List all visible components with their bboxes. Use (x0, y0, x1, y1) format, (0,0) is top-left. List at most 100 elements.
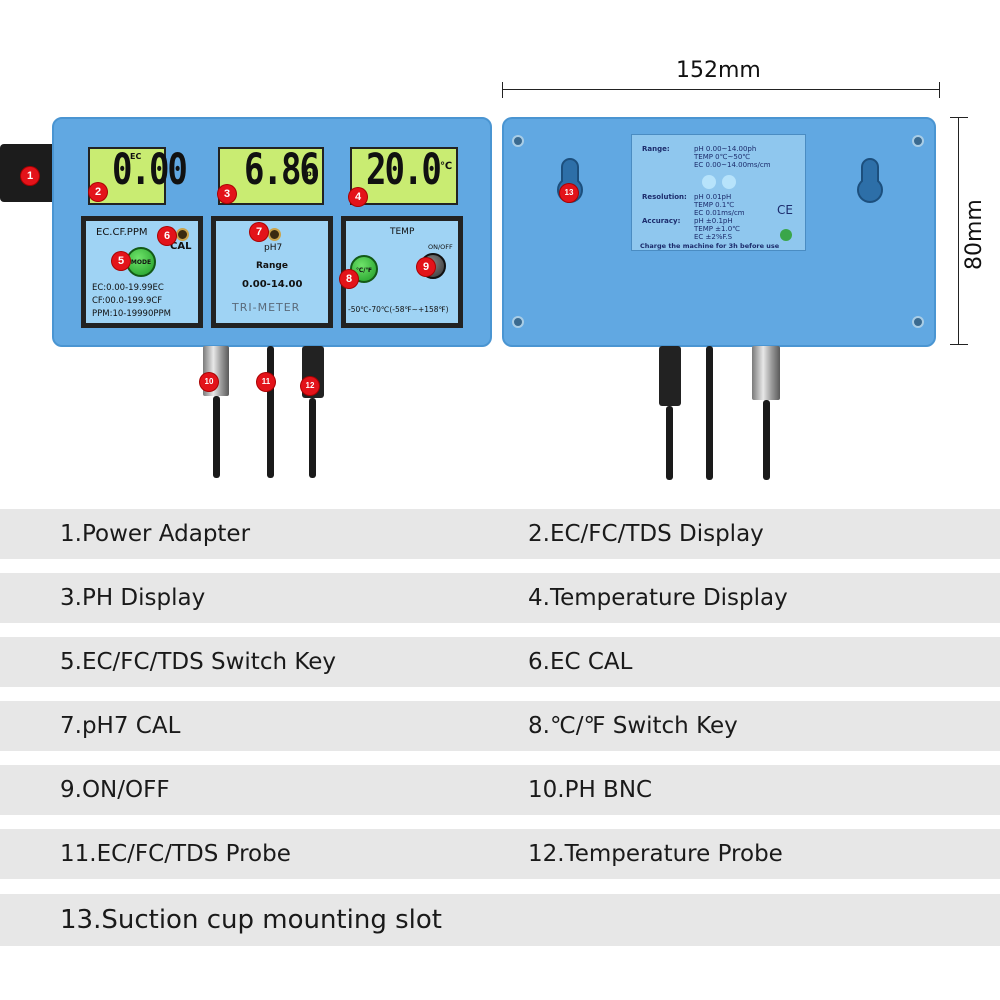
screw-icon-tl (512, 135, 524, 147)
legend-item-6: 6.EC CAL (528, 649, 633, 675)
temp-probe-cable (309, 398, 316, 478)
legend-row-7: 13.Suction cup mounting slot (0, 894, 1000, 946)
ec-display-label: EC (130, 152, 142, 161)
callout-2: 2 (89, 183, 107, 201)
ph-function-panel: pH7 Range 0.00-14.00 TRI-METER (211, 216, 333, 328)
ce-mark: CE (777, 203, 793, 217)
spec-range-line-1: pH 0.00~14.00ph (694, 145, 757, 153)
callout-4: 4 (349, 188, 367, 206)
callout-8: 8 (340, 270, 358, 288)
legend-row-4: 7.pH7 CAL 8.℃/℉ Switch Key (0, 701, 1000, 751)
width-dim-tick-left (502, 82, 503, 98)
ec-range-line-2: CF:00.0-199.9CF (92, 296, 163, 306)
ph-display-value: 6.86 (244, 145, 320, 195)
legend-item-3: 3.PH Display (60, 585, 206, 611)
width-dim-tick-right (939, 82, 940, 98)
indicator-dot-right (722, 175, 736, 189)
back-ph-cable (763, 400, 770, 480)
ec-display-value: 0.00 (112, 145, 188, 195)
callout-12: 12 (301, 377, 319, 395)
back-temp-cable (666, 406, 673, 480)
temp-display-value: 20.0 (366, 145, 442, 195)
back-temp-connector (659, 346, 681, 406)
ph-cable (213, 396, 220, 478)
tri-meter-brand: TRI-METER (232, 301, 301, 314)
ec-function-panel: EC.CF.PPM CAL MODE EC:0.00-19.99EC CF:00… (81, 216, 203, 328)
spec-accuracy-line-1: pH ±0.1pH (694, 217, 733, 225)
ec-panel-title: EC.CF.PPM (96, 227, 148, 238)
keyhole-slot-icon-right (857, 157, 883, 203)
temp-display-unit: ℃ (440, 161, 453, 172)
back-ec-cable (706, 346, 713, 480)
ph-range-label: Range (256, 261, 288, 271)
callout-7: 7 (250, 223, 268, 241)
ec-cal-label: CAL (170, 241, 192, 252)
mode-button-label: MODE (130, 259, 152, 266)
spec-range-line-3: EC 0.00~14.00ms/cm (694, 161, 771, 169)
height-dimension-line (958, 117, 959, 345)
ph-display: 6.86 pH (218, 145, 324, 205)
callout-11: 11 (257, 373, 275, 391)
legend-item-10: 10.PH BNC (528, 777, 653, 803)
legend-row-1: 1.Power Adapter 2.EC/FC/TDS Display (0, 509, 1000, 559)
screw-icon-tr (912, 135, 924, 147)
ec-range-line-1: EC:0.00-19.99EC (92, 283, 164, 293)
spec-resolution-line-3: EC 0.01ms/cm (694, 209, 745, 217)
spec-resolution-line-2: TEMP 0.1℃ (694, 201, 735, 209)
legend-row-3: 5.EC/FC/TDS Switch Key 6.EC CAL (0, 637, 1000, 687)
ph-range-value: 0.00-14.00 (242, 279, 303, 290)
onoff-label: ON/OFF (428, 243, 453, 251)
callout-5: 5 (112, 252, 130, 270)
legend-item-13: 13.Suction cup mounting slot (60, 905, 442, 935)
ec-display: EC 0.00 (88, 145, 188, 205)
legend-item-11: 11.EC/FC/TDS Probe (60, 841, 291, 867)
legend-item-12: 12.Temperature Probe (528, 841, 783, 867)
height-dim-tick-top (950, 117, 968, 118)
legend-row-6: 11.EC/FC/TDS Probe 12.Temperature Probe (0, 829, 1000, 879)
back-bnc-connector (752, 346, 780, 400)
temp-range-text: -50℃-70℃(-58℉~+158℉) (348, 305, 449, 314)
ec-cal-port[interactable] (176, 228, 189, 241)
callout-1: 1 (21, 167, 39, 185)
callout-13: 13 (560, 184, 578, 202)
legend-item-4: 4.Temperature Display (528, 585, 788, 611)
temp-display: 20.0 ℃ (350, 145, 458, 205)
spec-range-title: Range: (642, 145, 670, 153)
screw-icon-br (912, 316, 924, 328)
temp-panel-title: TEMP (390, 227, 415, 237)
spec-label: Range: pH 0.00~14.00ph TEMP 0℃~50℃ EC 0.… (631, 134, 806, 251)
legend-item-9: 9.ON/OFF (60, 777, 170, 803)
legend-row-5: 9.ON/OFF 10.PH BNC (0, 765, 1000, 815)
legend-item-2: 2.EC/FC/TDS Display (528, 521, 764, 547)
legend-item-1: 1.Power Adapter (60, 521, 251, 547)
ph7-label: pH7 (264, 243, 283, 253)
spec-resolution-line-1: pH 0.01pH (694, 193, 732, 201)
legend-row-2: 3.PH Display 4.Temperature Display (0, 573, 1000, 623)
callout-10: 10 (200, 373, 218, 391)
spec-note: Charge the machine for 3h before use (640, 242, 780, 250)
temp-function-panel: TEMP ON/OFF ℃/℉ -50℃-70℃(-58℉~+158℉) (341, 216, 463, 328)
legend-item-7: 7.pH7 CAL (60, 713, 181, 739)
legend-item-5: 5.EC/FC/TDS Switch Key (60, 649, 337, 675)
width-dimension-line (502, 89, 940, 90)
indicator-dot-left (702, 175, 716, 189)
callout-6: 6 (158, 227, 176, 245)
callout-9: 9 (417, 258, 435, 276)
callout-3: 3 (218, 185, 236, 203)
screw-icon-bl (512, 316, 524, 328)
ec-probe-cable (267, 346, 274, 478)
ec-range-line-3: PPM:10-19990PPM (92, 309, 171, 319)
spec-resolution-title: Resolution: (642, 193, 687, 201)
ph7-cal-port[interactable] (268, 228, 281, 241)
ph-display-label: pH (306, 169, 319, 178)
legend-item-8: 8.℃/℉ Switch Key (528, 713, 738, 739)
unit-switch-label: ℃/℉ (356, 267, 372, 274)
spec-accuracy-line-2: TEMP ±1.0℃ (694, 225, 741, 233)
width-dimension-label: 152mm (676, 58, 761, 83)
mode-button[interactable]: MODE (126, 247, 156, 277)
height-dim-tick-bottom (950, 344, 968, 345)
spec-range-line-2: TEMP 0℃~50℃ (694, 153, 751, 161)
height-dimension-label: 80mm (962, 199, 987, 270)
spec-accuracy-title: Accuracy: (642, 217, 681, 225)
rohs-badge-icon (780, 229, 792, 241)
